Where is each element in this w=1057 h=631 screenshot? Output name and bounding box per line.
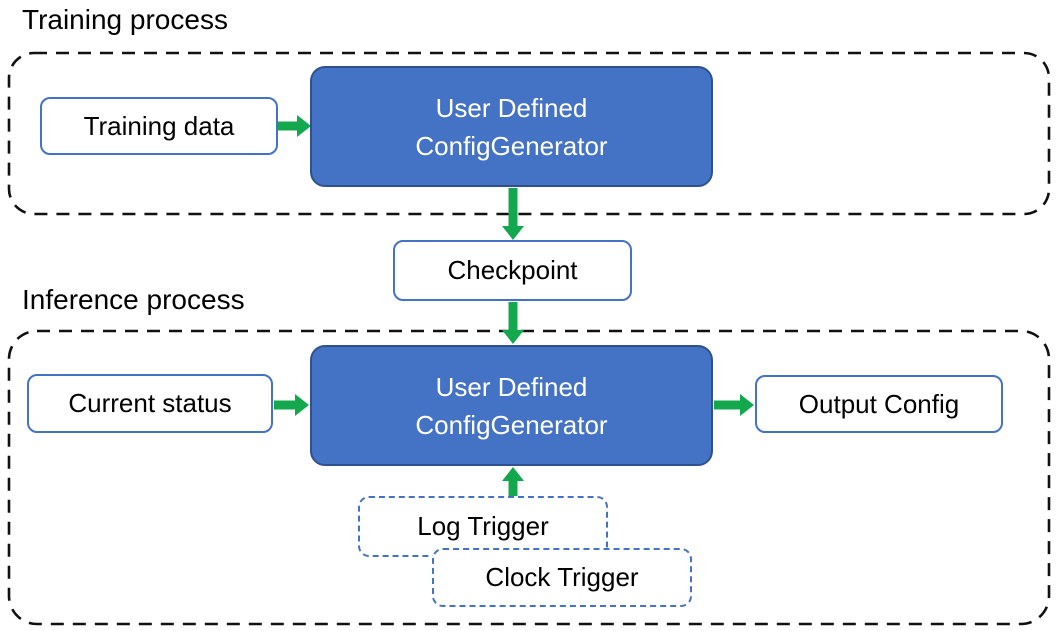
training-process-title: Training process: [22, 4, 228, 35]
inference-process-container: [7, 329, 1051, 626]
training-config-generator-label-line1: User Defined: [435, 92, 588, 123]
training-config-generator-label-line2: ConfigGenerator: [415, 130, 608, 161]
log-trigger-box: Log Trigger: [358, 496, 608, 557]
current-status-box: Current status: [27, 374, 273, 433]
output-config-box: Output Config: [755, 375, 1003, 433]
arrow-generator-to-output-config: [714, 394, 754, 416]
inference-config-generator-label-line2: ConfigGenerator: [415, 409, 608, 440]
arrow-generator-to-checkpoint: [502, 188, 524, 240]
arrow-triggers-to-generator: [502, 467, 524, 496]
inference-config-generator-box: User Defined ConfigGenerator: [310, 345, 713, 466]
training-config-generator-box: User Defined ConfigGenerator: [310, 66, 713, 187]
checkpoint-box: Checkpoint: [393, 240, 632, 301]
arrow-current-status-to-generator: [274, 394, 309, 416]
inference-process-title: Inference process: [22, 284, 245, 315]
arrow-training-data-to-generator: [278, 115, 311, 137]
inference-config-generator-label-line1: User Defined: [435, 371, 588, 402]
arrow-checkpoint-to-inference-generator: [502, 302, 524, 344]
clock-trigger-box: Clock Trigger: [432, 548, 692, 607]
training-process-container: [7, 51, 1051, 216]
training-data-box: Training data: [40, 97, 278, 155]
